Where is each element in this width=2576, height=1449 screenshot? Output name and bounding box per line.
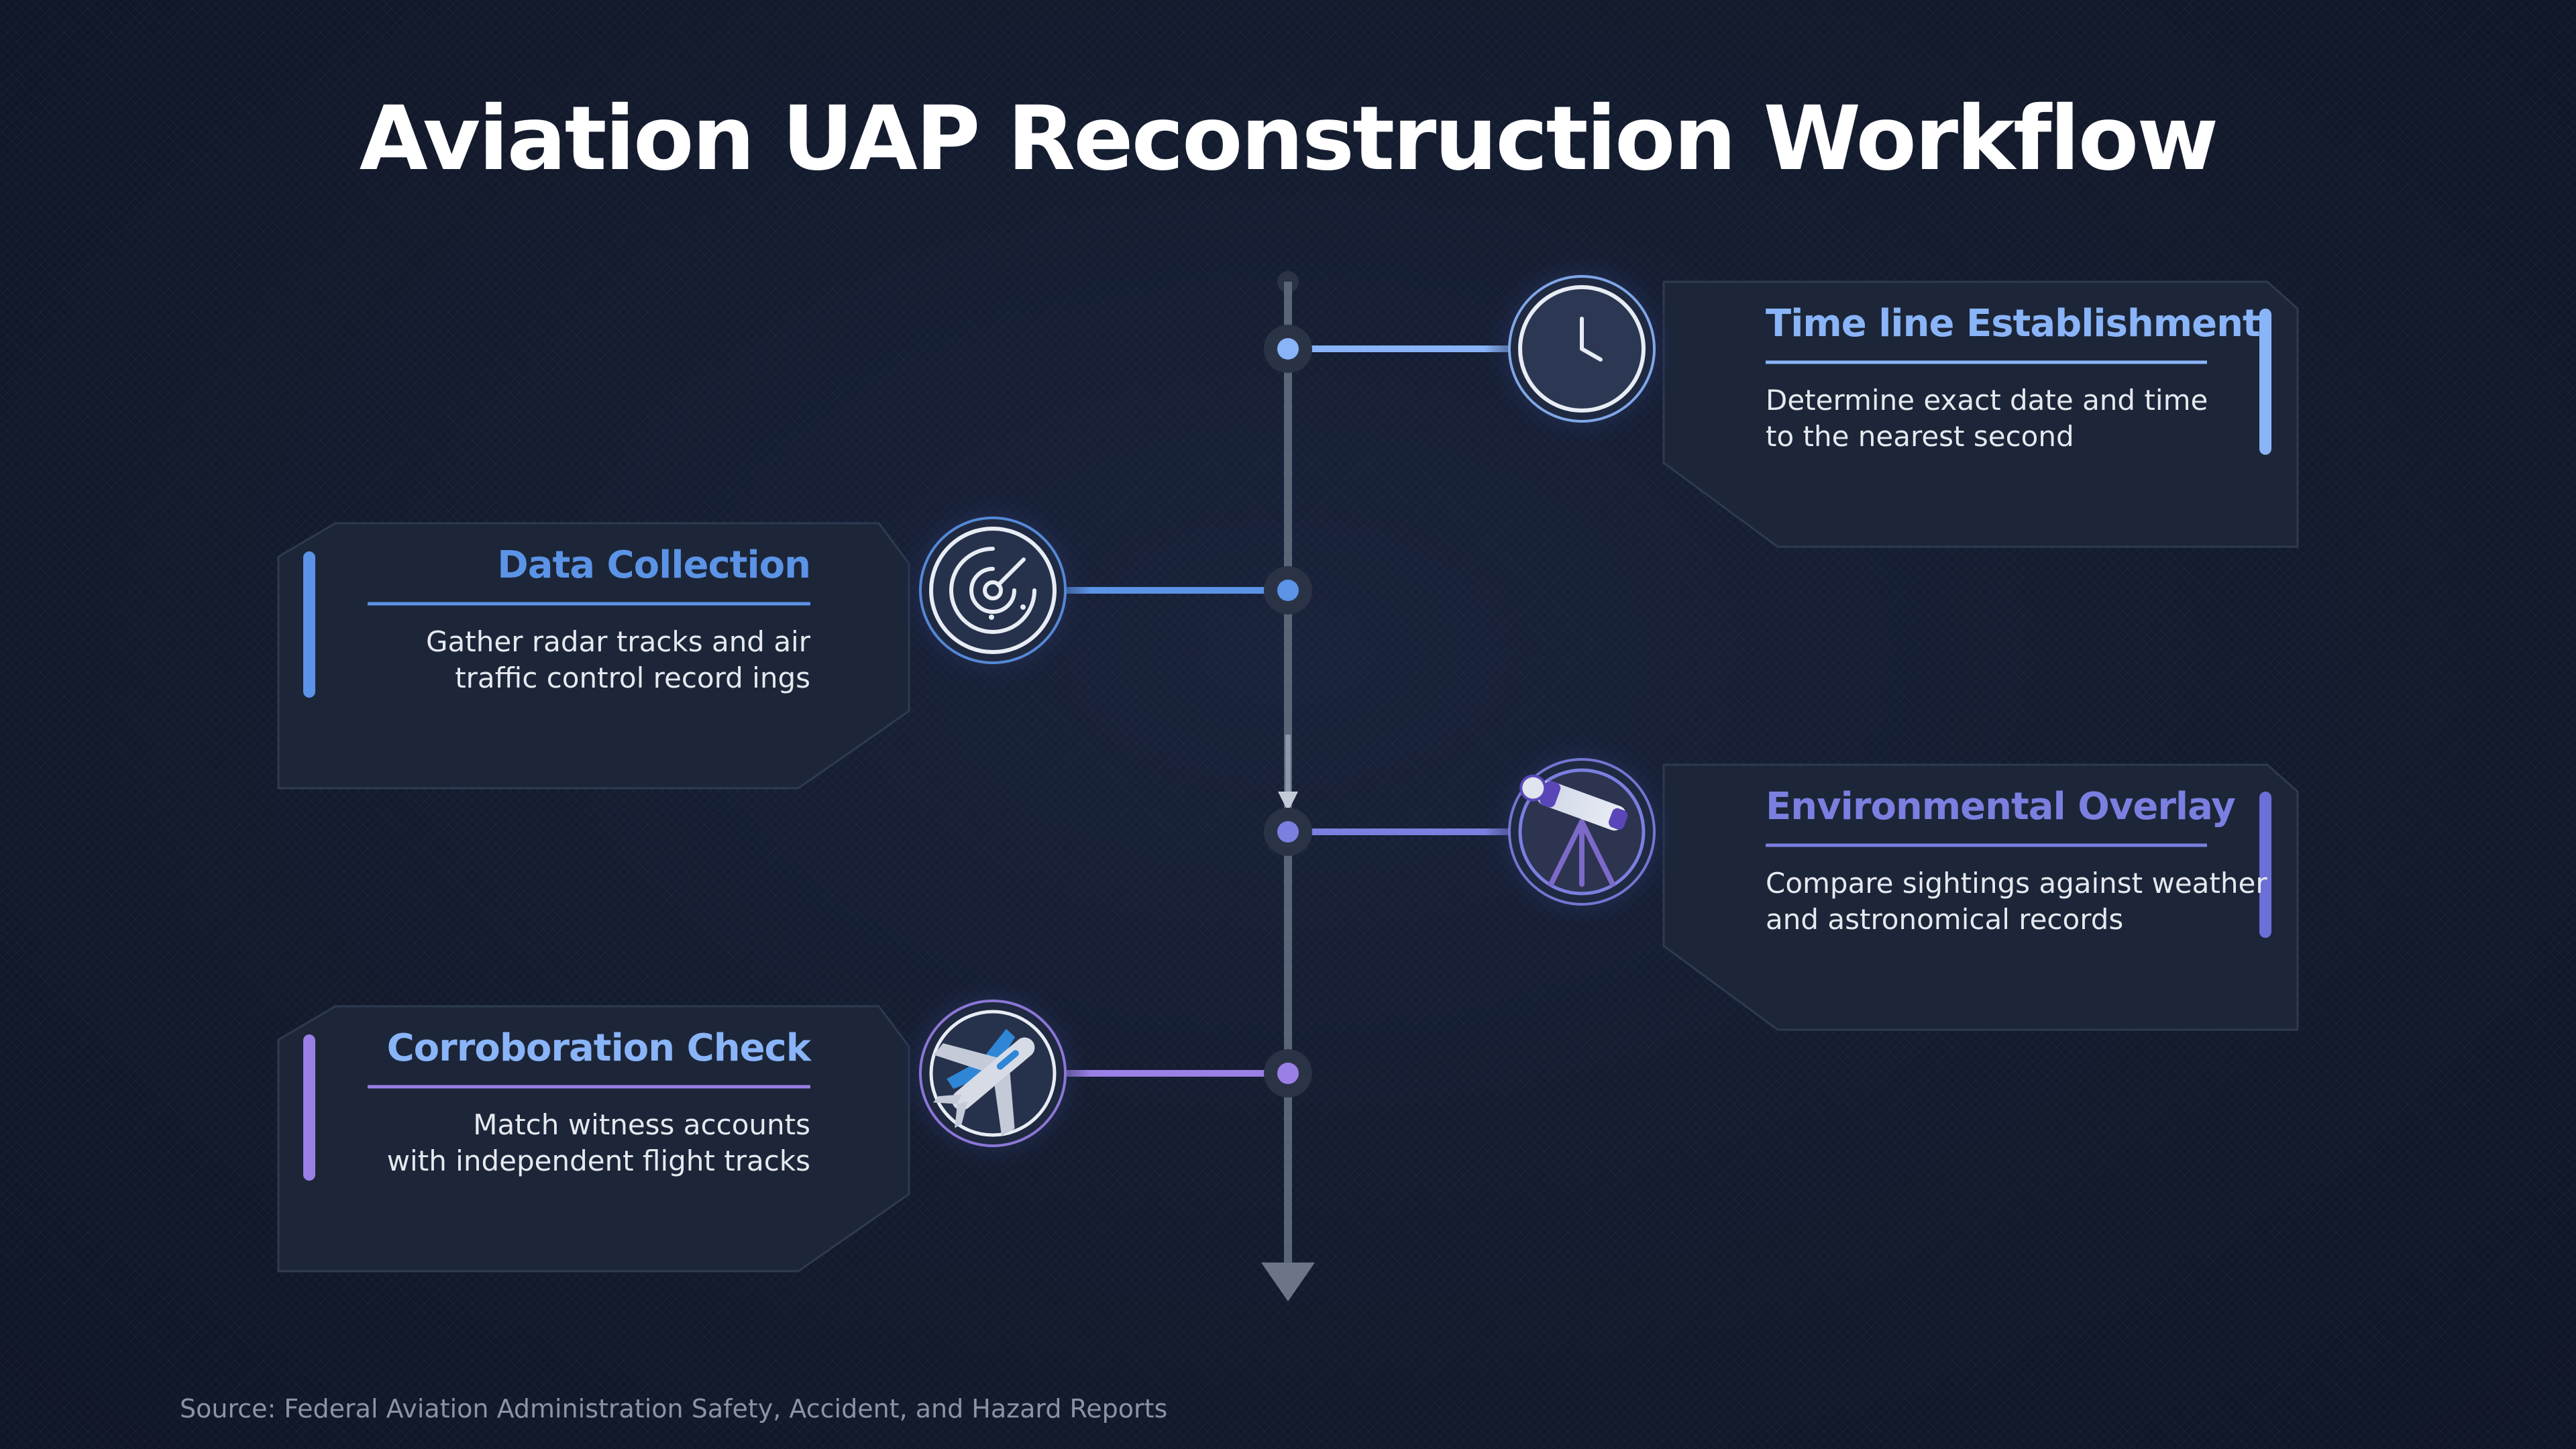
step-description: Gather radar tracks and air traffic cont… — [425, 625, 810, 694]
connector-timeline — [1264, 325, 1509, 373]
step-data-collection: Data Collection Gather radar tracks and … — [335, 543, 811, 718]
step-title: Corroboration Check — [386, 1026, 811, 1070]
card-timeline — [1662, 280, 2299, 548]
timeline-spine — [1261, 271, 1315, 1301]
step-description: Match witness accounts with independent … — [386, 1108, 810, 1177]
telescope-icon — [1485, 735, 1679, 929]
step-corroboration-check: Corroboration Check Match witness accoun… — [335, 1026, 811, 1201]
step-title: Data Collection — [497, 543, 811, 587]
source-note: Source: Federal Aviation Administration … — [180, 1394, 1168, 1424]
step-description: Compare sightings against weather and as… — [1766, 867, 2267, 936]
step-title: Environmental Overlay — [1766, 785, 2236, 828]
card-environment — [1662, 763, 2299, 1031]
spine-arrow-icon — [1261, 1263, 1315, 1301]
airplane-icon — [896, 976, 1090, 1171]
connector-corroboration — [1067, 1049, 1312, 1097]
card-data — [277, 522, 910, 790]
radar-icon — [896, 493, 1090, 688]
step-title: Time line Establishment — [1766, 302, 2261, 345]
connector-environment — [1264, 808, 1509, 856]
step-environmental-overlay: Environmental Overlay Compare sightings … — [1766, 785, 2302, 959]
clock-icon — [1485, 252, 1679, 446]
card-corroboration — [277, 1005, 910, 1273]
step-description: Determine exact date and time to the nea… — [1766, 384, 2208, 453]
page-title: Aviation UAP Reconstruction Workflow — [359, 87, 2219, 191]
step-timeline: Time line Establishment Determine exact … — [1766, 302, 2302, 476]
connector-data — [1067, 566, 1312, 614]
